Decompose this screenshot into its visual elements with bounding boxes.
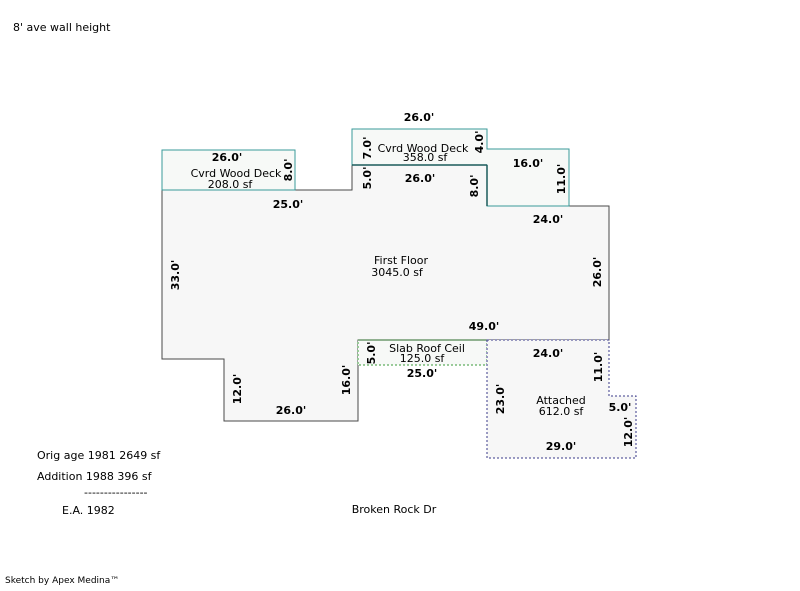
dim-floor-right: 26.0' <box>591 257 604 288</box>
dim-floor-top-step: 8.0' <box>468 175 481 198</box>
first-floor-area: 3045.0 sf <box>371 266 424 279</box>
dim-deck-top-left-depth: 7.0' <box>361 137 374 160</box>
dim-deck-left-depth: 8.0' <box>282 159 295 182</box>
dim-floor-top-left: 25.0' <box>273 198 304 211</box>
dim-deck-top-right-depth: 4.0' <box>473 131 486 154</box>
note-separator: ---------------- <box>84 486 148 499</box>
deck-left-name: Cvrd Wood Deck <box>191 167 282 180</box>
dim-floor-bottom: 49.0' <box>469 320 500 333</box>
deck-left-outline <box>161 149 296 191</box>
addition-note: Addition 1988 396 sf <box>37 470 153 483</box>
dim-attached-bottom: 29.0' <box>546 440 577 453</box>
dim-attached-right-top: 11.0' <box>592 352 605 383</box>
dim-floor-left: 33.0' <box>169 260 182 291</box>
dim-floor-top-mid: 26.0' <box>405 172 436 185</box>
dim-deck-top-step: 5.0' <box>361 167 374 190</box>
dim-floor-right-top: 24.0' <box>533 213 564 226</box>
sketch-credit: Sketch by Apex Medina™ <box>5 576 119 586</box>
wall-height-note: 8' ave wall height <box>13 21 111 34</box>
street-name: Broken Rock Dr <box>352 503 437 516</box>
dim-floor-bottom-left: 26.0' <box>276 404 307 417</box>
attached-name: Attached <box>536 394 585 407</box>
first-floor-name: First Floor <box>374 254 428 267</box>
dim-attached-left: 23.0' <box>494 384 507 415</box>
slab-roof-area: 125.0 sf <box>400 352 446 365</box>
dim-floor-lower-left: 12.0' <box>231 374 244 405</box>
attached-outline <box>486 339 637 459</box>
attached-area: 612.0 sf <box>539 405 585 418</box>
dim-deck-top-right-height: 11.0' <box>555 164 568 195</box>
deck-left-area: 208.0 sf <box>208 178 254 191</box>
dim-slab-width: 25.0' <box>407 367 438 380</box>
dim-deck-top-right-width: 16.0' <box>513 157 544 170</box>
dim-attached-top: 24.0' <box>533 347 564 360</box>
orig-age-note: Orig age 1981 2649 sf <box>37 449 161 462</box>
effective-age-note: E.A. 1982 <box>62 504 115 517</box>
dim-attached-step: 5.0' <box>609 401 632 414</box>
dim-deck-top-width: 26.0' <box>404 111 435 124</box>
deck-top-name: Cvrd Wood Deck <box>378 142 469 155</box>
deck-top-area: 358.0 sf <box>403 151 449 164</box>
dim-floor-lower-mid: 16.0' <box>340 365 353 396</box>
dim-attached-right-bottom: 12.0' <box>622 417 635 448</box>
dim-deck-left-width: 26.0' <box>212 151 243 164</box>
dim-slab-height: 5.0' <box>365 342 378 365</box>
slab-roof-name: Slab Roof Ceil <box>389 342 465 355</box>
